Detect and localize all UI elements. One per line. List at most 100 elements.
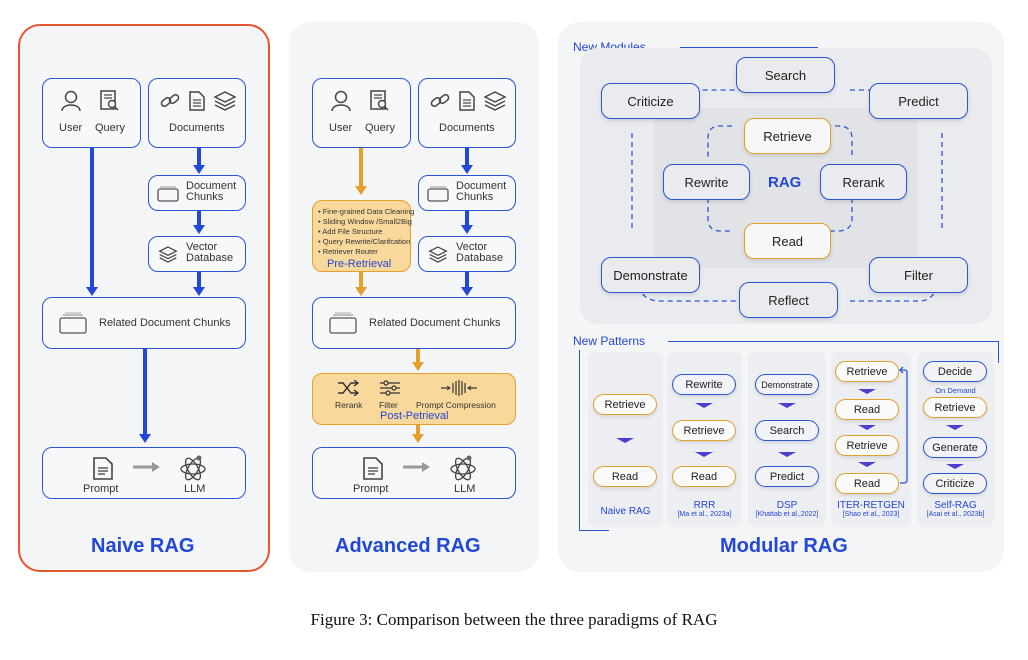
post-retrieval-item: Prompt Compression [416,400,496,410]
prompt-icon [363,457,383,480]
arrow-vector-to-related [465,272,469,288]
pattern-step: Retrieve [923,397,987,418]
arrowhead [193,165,205,174]
pattern-name: Naive RAG [600,506,651,517]
vector-label-2: Database [456,252,504,264]
pattern-name: DSP [776,500,798,511]
pattern-step: Demonstrate [755,374,819,395]
new-patterns-label: New Patterns [573,334,646,348]
pattern-step: Rewrite [672,374,736,395]
arrow-right-icon [403,462,430,472]
chevron-down-icon [946,425,964,430]
prompt-icon [93,457,113,480]
pre-retrieval-title: Pre-Retrieval [327,258,392,270]
pre-retrieval-item: • Retriever Router [318,247,378,256]
pre-retrieval-item: • Fine-grained Data Cleaning [318,207,415,216]
user-icon [61,90,81,112]
llm-atom-icon [180,455,206,481]
arrow-docs-to-chunks [197,148,201,166]
documents-label: Documents [439,122,495,134]
shuffle-icon [338,380,359,396]
vector-label-1: Vector [456,241,488,253]
pattern-step: Read [672,466,736,487]
chevron-down-icon [858,425,876,430]
pattern-citation: [Asai et al., 2023b] [926,511,985,518]
chunks-label-1: Document [186,180,237,192]
module-criticize: Criticize [601,83,700,119]
arrowhead [86,287,98,296]
chevron-down-icon [695,403,713,408]
pattern-step: Read [835,473,899,494]
on-demand-note: On Demand [935,386,976,395]
link-icon [430,93,450,108]
arrowhead [193,287,205,296]
pre-retrieval-item: • Sliding Window /Small2Big [318,217,412,226]
documents-box: Documents [148,78,246,148]
query-label: Query [95,122,125,134]
pattern-step: Search [755,420,819,441]
arrow-right-icon [133,462,160,472]
document-icon [459,91,475,111]
filter-sliders-icon [380,380,400,396]
llm-label: LLM [454,483,476,495]
chevron-down-icon [858,389,876,394]
related-chunks-box: Related Document Chunks [42,297,246,349]
document-chunks-box: Document Chunks [148,175,246,211]
arrowhead [193,225,205,234]
vector-label-1: Vector [186,241,218,253]
pattern-step: Read [593,466,657,487]
llm-label: LLM [184,483,206,495]
layers-icon [483,91,507,111]
chunks-label-2: Chunks [456,191,494,203]
post-retrieval-title: Post-Petrieval [380,410,449,422]
arrow-chunks-to-vector [197,211,201,226]
module-reflect: Reflect [739,282,838,318]
arrowhead [139,434,151,443]
layers-icon [213,91,237,111]
arrow-related-to-postretrieval [416,349,420,363]
layers-icon [428,246,448,263]
arrow-preretrieval-to-related [359,272,363,288]
vector-database-box: Vector Database [418,236,516,272]
arrowhead [412,434,424,443]
module-search: Search [736,57,835,93]
pattern-citation: [Ma et al., 2023a] [677,511,732,518]
module-rerank: Rerank [820,164,907,200]
pattern-step: Predict [755,466,819,487]
modular-rag-title: Modular RAG [720,535,848,557]
chevron-down-icon [778,403,796,408]
divider [680,47,818,48]
vector-label-2: Database [186,252,234,264]
chevron-down-icon [778,452,796,457]
chunks-label-1: Document [456,180,507,192]
arrowhead [412,362,424,371]
related-chunks-label: Related Document Chunks [99,317,231,329]
advanced-rag-title: Advanced RAG [335,535,481,557]
module-rewrite: Rewrite [663,164,750,200]
documents-label: Documents [169,122,225,134]
arrow-query-to-preretrieval [359,148,363,186]
rag-center-label: RAG [768,174,802,191]
arrow-docs-to-chunks [465,148,469,166]
document-chunks-box: Document Chunks [418,175,516,211]
divider [579,350,580,530]
documents-box: Documents [418,78,516,148]
divider [668,341,998,342]
post-retrieval-box: Rerank Filter Prompt Compression Post-Pe… [312,373,516,425]
pattern-step: Retrieve [672,420,736,441]
pattern-step: Retrieve [835,361,899,382]
link-icon [160,93,180,108]
user-label: User [329,122,353,134]
chunks-label-2: Chunks [186,191,224,203]
user-label: User [59,122,83,134]
post-retrieval-item: Rerank [335,400,363,410]
user-icon [331,90,351,112]
user-query-box: User Query [42,78,141,148]
related-chunks-box: Related Document Chunks [312,297,516,349]
pattern-citation: [Shao et al., 2023] [842,511,900,518]
prompt-llm-box: Prompt LLM [42,447,246,499]
pattern-step: Retrieve [835,435,899,456]
layers-icon [158,246,178,263]
prompt-label: Prompt [353,483,389,495]
arrowhead [461,165,473,174]
